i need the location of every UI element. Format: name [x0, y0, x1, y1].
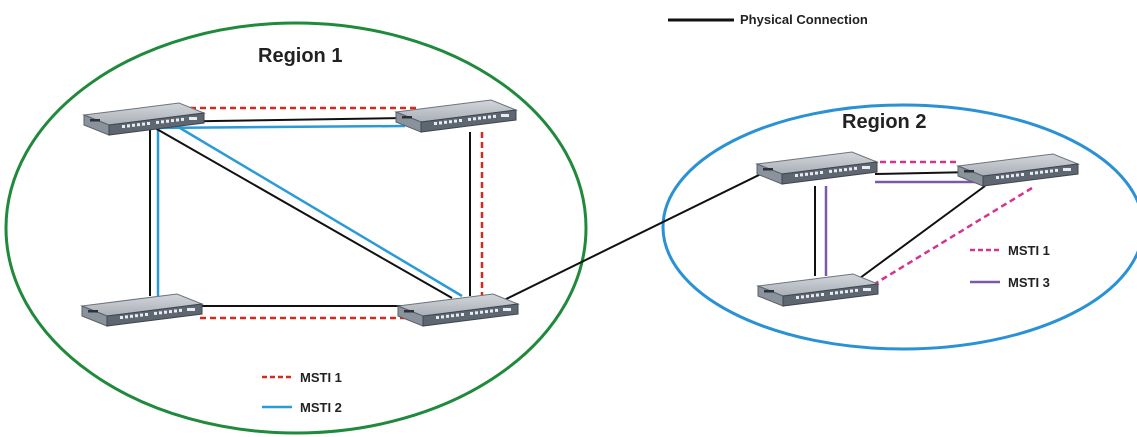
network-switch-icon [395, 99, 517, 133]
region1-links [149, 106, 484, 320]
network-switch-icon [757, 273, 879, 307]
network-switch-icon [397, 293, 519, 327]
region1-legend-msti2-label: MSTI 2 [300, 400, 342, 415]
legend-physical-label: Physical Connection [740, 12, 868, 27]
network-switch-icon [81, 293, 203, 327]
region2-legend-msti3-label: MSTI 3 [1008, 275, 1050, 290]
network-switch-icon [957, 153, 1079, 187]
region1-legend-msti1-label: MSTI 1 [300, 370, 342, 385]
region2-legend-msti1-label: MSTI 1 [1008, 243, 1050, 258]
region1-boundary [4, 21, 588, 435]
region1-title: Region 1 [258, 45, 342, 67]
region1-legend: MSTI 1 MSTI 2 [262, 370, 342, 415]
region2-legend: MSTI 1 MSTI 3 [970, 243, 1050, 290]
network-switch-icon [756, 151, 878, 185]
region2-title: Region 2 [842, 111, 926, 133]
region2-boundary [661, 103, 1137, 351]
inter-region-link [499, 171, 766, 303]
